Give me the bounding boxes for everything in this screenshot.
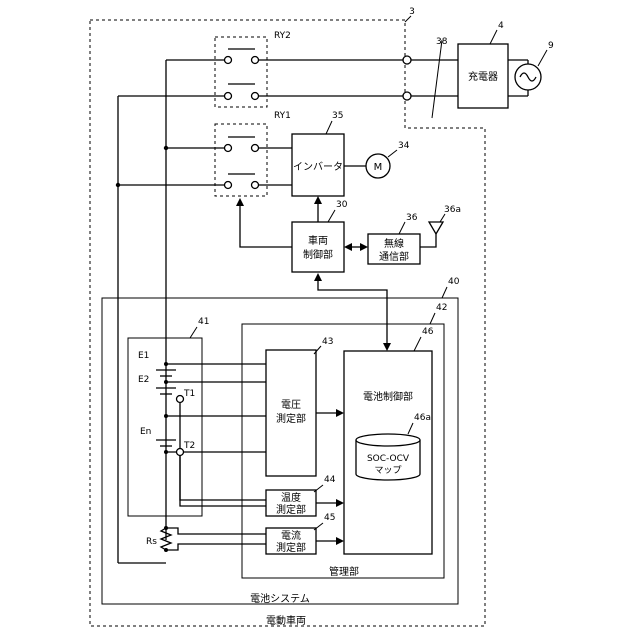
ref-30: 30 [336,200,348,210]
vehicle-controller-label-2: 制御部 [303,248,333,261]
battery-system-label: 電池システム [250,592,310,605]
voltage-measure-label-1: 電圧 [281,399,301,411]
shunt-resistor-label: Rs [146,537,157,547]
ref-40: 40 [448,277,460,287]
ref-3: 3 [409,7,415,17]
inverter-label: インバータ [293,161,343,173]
voltage-measure-label-2: 測定部 [276,412,306,425]
wireless-comm-label-2: 通信部 [379,250,409,263]
cell-e1-label: E1 [138,351,149,361]
ref-41: 41 [198,317,209,327]
ref-36a: 36a [444,205,461,215]
ref-36: 36 [406,213,418,223]
wireless-comm-label-1: 無線 [384,237,404,250]
soc-ocv-label-1: SOC-OCV [367,454,410,464]
ref-9: 9 [548,41,554,51]
current-measure-label-1: 電流 [281,529,301,542]
ref-46a: 46a [414,413,431,423]
cell-en-label: En [140,427,151,437]
motor-label: M [374,162,383,173]
ref-34: 34 [398,141,410,151]
ref-44: 44 [324,475,336,485]
cell-e2-label: E2 [138,375,149,385]
ref-43: 43 [322,337,333,347]
connector-top [403,56,411,64]
ref-4: 4 [498,21,504,31]
temp-sensor-t2-label: T2 [183,441,195,451]
relay-ry1-label: RY1 [274,111,291,121]
connector-bottom [403,92,411,100]
vehicle-controller-label-1: 車両 [308,234,328,247]
relay-ry2-label: RY2 [274,31,291,41]
current-measure-label-2: 測定部 [276,541,306,554]
vehicle-controller-box [292,222,344,272]
ref-42: 42 [436,303,447,313]
temp-sensor-t2 [177,449,184,456]
ref-45: 45 [324,513,335,523]
temp-sensor-t1-label: T1 [183,389,195,399]
vehicle-label: 電動車両 [266,614,306,627]
voltage-measure-box [266,350,316,476]
temp-sensor-t1 [177,396,184,403]
temp-measure-label-2: 測定部 [276,503,306,516]
ref-46: 46 [422,327,434,337]
charger-label: 充電器 [468,70,498,83]
management-label: 管理部 [329,565,359,578]
ref-35: 35 [332,111,343,121]
temp-measure-label-1: 温度 [281,491,301,504]
battery-controller-label: 電池制御部 [363,390,413,403]
antenna-icon [429,222,443,234]
soc-ocv-label-2: マップ [374,465,401,476]
ref-38: 38 [436,37,448,47]
